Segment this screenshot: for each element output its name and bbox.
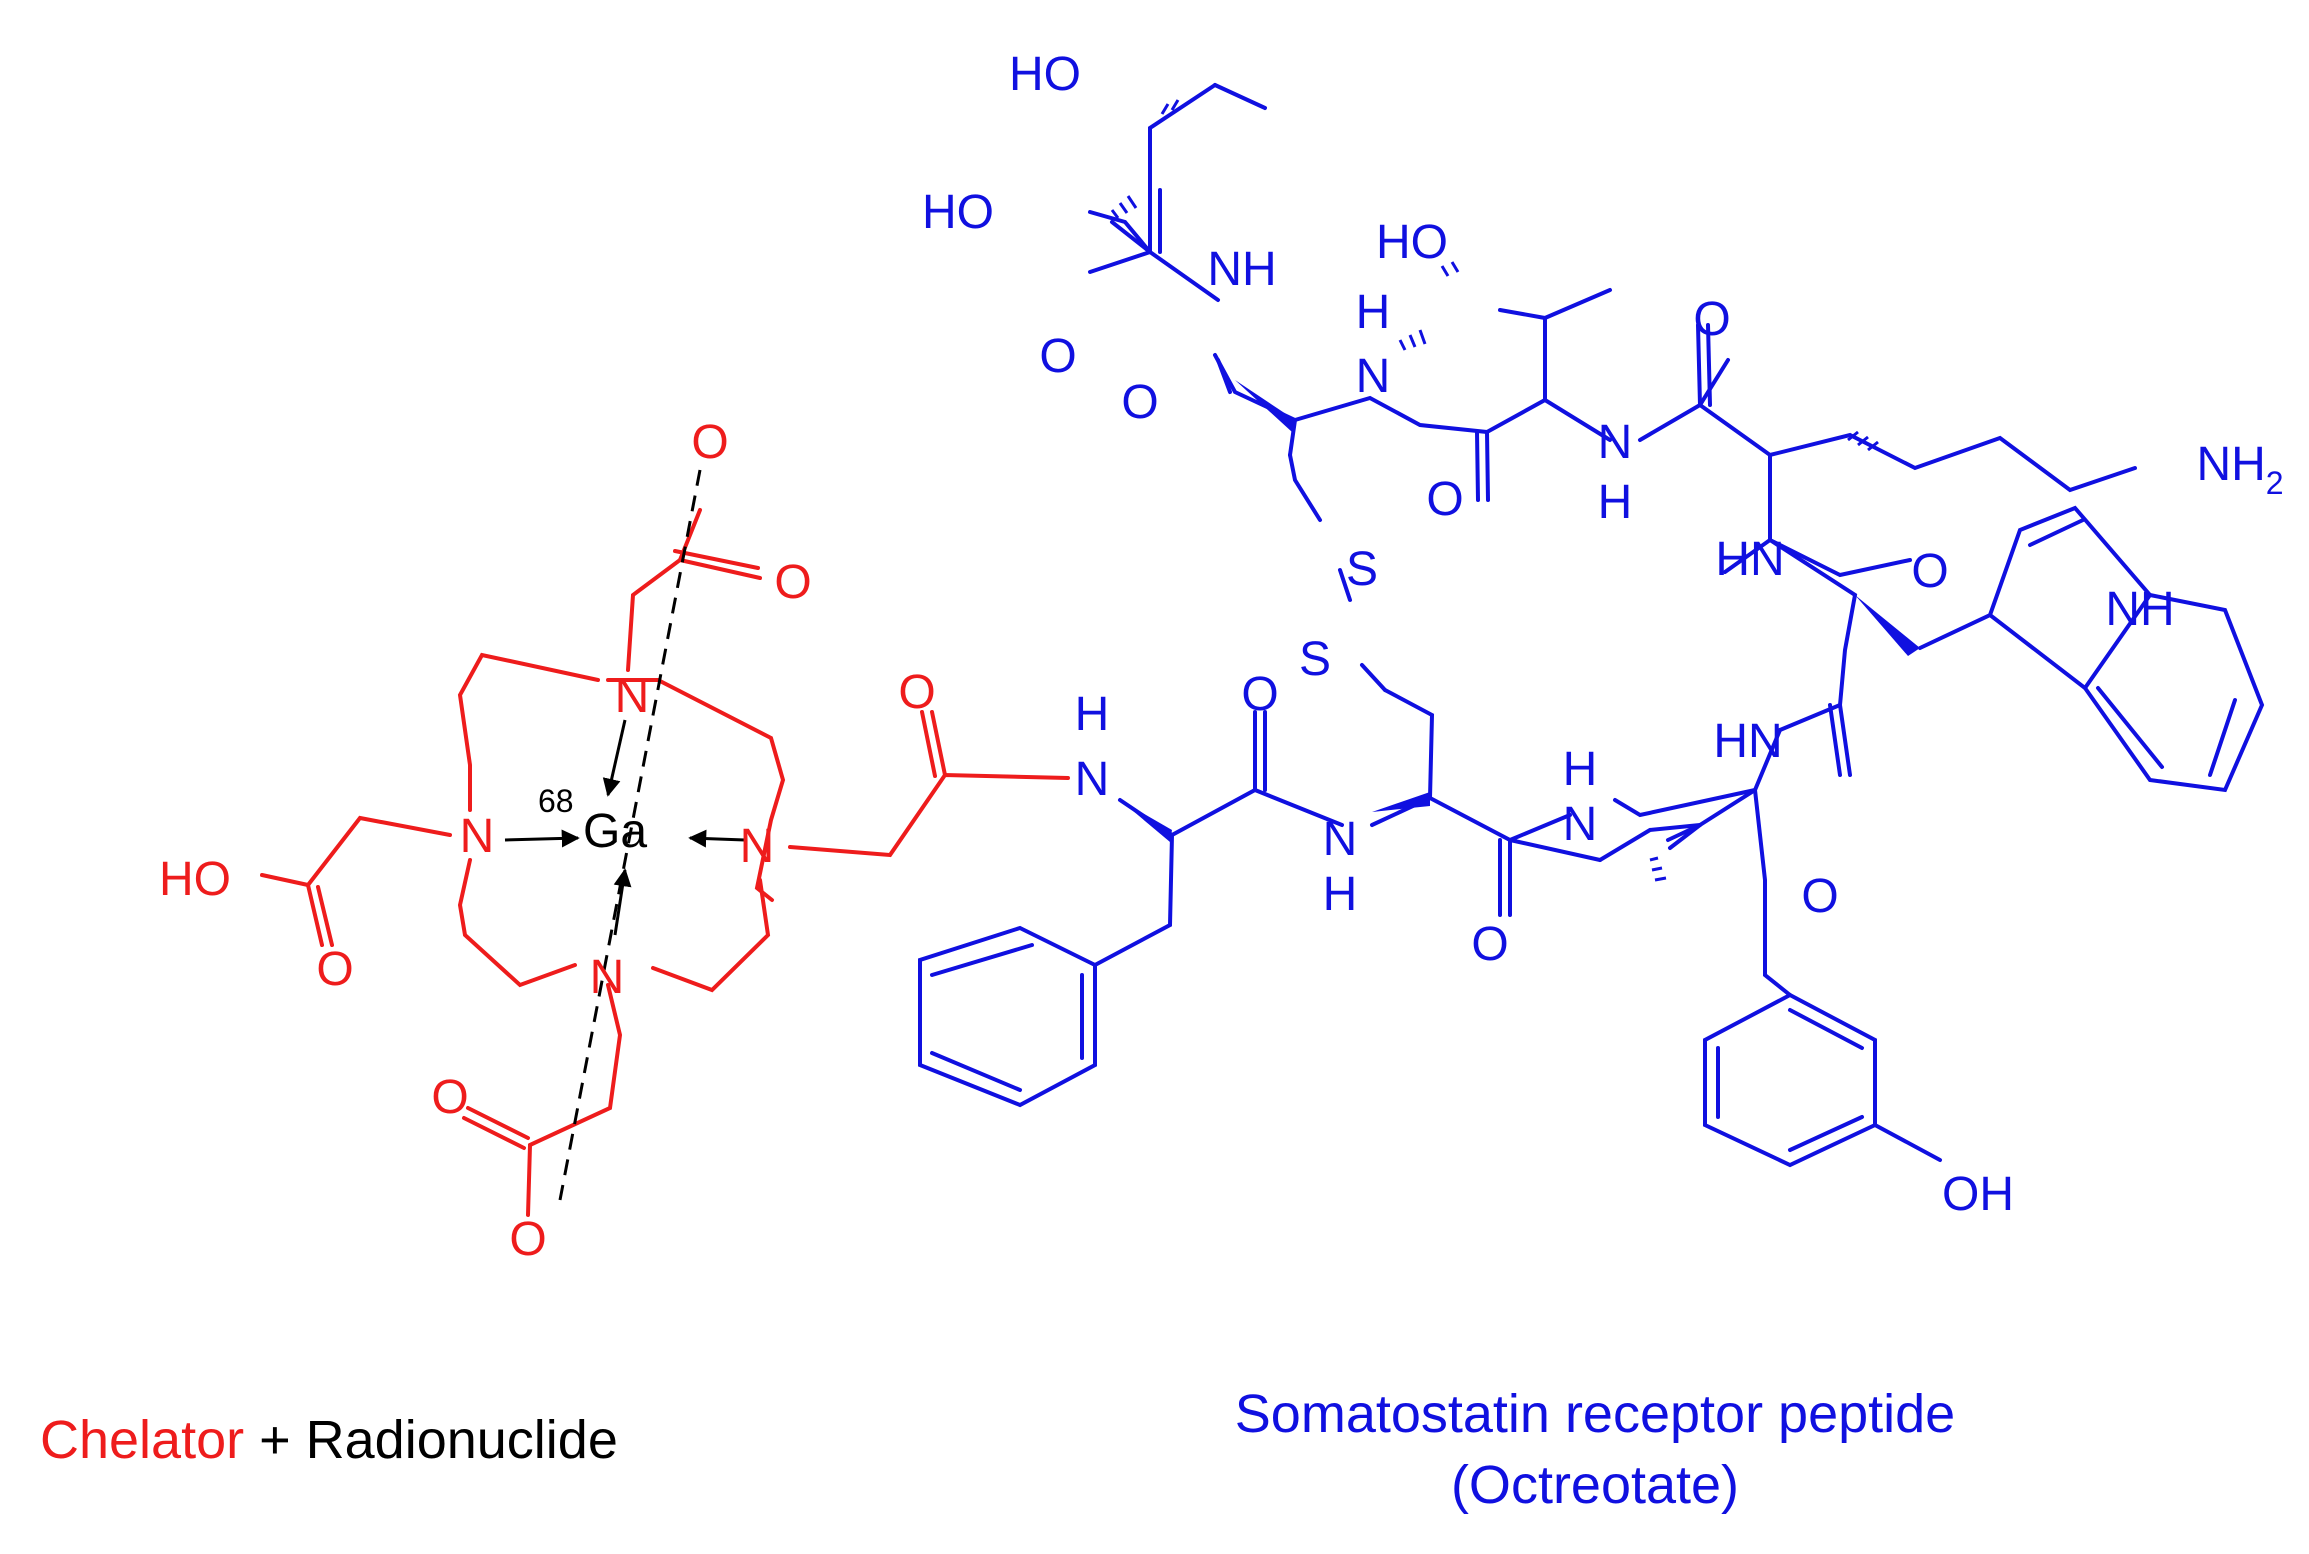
atom-n: N bbox=[1323, 813, 1358, 866]
atom-hn: HN bbox=[1715, 533, 1784, 586]
atom-n: N bbox=[1598, 416, 1633, 469]
atom-o: O bbox=[509, 1213, 546, 1266]
atom-o: O bbox=[1426, 473, 1463, 526]
wedge-bond bbox=[1120, 800, 1172, 842]
atom-s: S bbox=[1346, 543, 1378, 596]
coordination-bonds bbox=[504, 469, 746, 1201]
chelator-label: Chelator bbox=[40, 1410, 244, 1470]
atom-ho: HO bbox=[1376, 216, 1448, 269]
chelator-dota: O O N N N N O HO O O O 68 Ga bbox=[159, 416, 1070, 1266]
atom-n: N bbox=[1563, 798, 1598, 851]
atom-s: S bbox=[1299, 633, 1331, 686]
peptide-caption-line1: Somatostatin receptor peptide bbox=[1235, 1384, 1955, 1444]
captions: Chelator + Radionuclide Somatostatin rec… bbox=[40, 1384, 1955, 1515]
atom-o: O bbox=[1801, 870, 1838, 923]
atom-ho: HO bbox=[922, 186, 994, 239]
radionuclide: 68 Ga bbox=[538, 783, 647, 858]
atom-o: O bbox=[774, 556, 811, 609]
mass-number: 68 bbox=[538, 783, 574, 819]
peptide-bonds bbox=[918, 83, 2265, 1168]
atom-n: N bbox=[460, 810, 495, 863]
atom-o: O bbox=[1241, 668, 1278, 721]
atom-h: H bbox=[1323, 868, 1358, 921]
peptide-caption-line2: (Octreotate) bbox=[1451, 1455, 1739, 1515]
atom-ho: HO bbox=[159, 853, 231, 906]
hashed-bonds bbox=[1110, 99, 1879, 882]
atom-o: O bbox=[898, 666, 935, 719]
n-to-ga-arrow bbox=[602, 719, 627, 797]
peptide-atoms: HO HO O NH O H N HO O N H O NH2 HN O NH … bbox=[922, 48, 2284, 1221]
atom-n: N bbox=[615, 670, 650, 723]
atom-o: O bbox=[1039, 330, 1076, 383]
atom-nh: NH bbox=[1207, 243, 1276, 296]
plus-sign: + bbox=[244, 1410, 306, 1470]
atom-h: H bbox=[1075, 688, 1110, 741]
n-to-ga-arrow bbox=[688, 829, 746, 848]
atom-o: O bbox=[691, 416, 728, 469]
n-to-ga-arrow bbox=[613, 868, 632, 936]
atom-h: H bbox=[1563, 743, 1598, 796]
atom-hn: HN bbox=[1713, 715, 1782, 768]
caption-chelator-radionuclide: Chelator + Radionuclide bbox=[40, 1410, 618, 1470]
wedge-bond bbox=[1855, 595, 1920, 656]
atom-nh: NH bbox=[2105, 583, 2174, 636]
wedge-bond bbox=[1235, 380, 1295, 432]
atom-nh2: NH2 bbox=[2196, 438, 2283, 501]
chelator-atoms: O O N N N N O HO O O O bbox=[159, 416, 936, 1266]
atom-h: H bbox=[1356, 286, 1391, 339]
wedge-bond bbox=[1372, 792, 1430, 812]
atom-ho: HO bbox=[1009, 48, 1081, 101]
atom-o: O bbox=[1911, 545, 1948, 598]
atom-n: N bbox=[1356, 350, 1391, 403]
chelator-bonds bbox=[260, 508, 1070, 1217]
atom-n: N bbox=[740, 820, 775, 873]
n-to-ga-arrow bbox=[504, 829, 580, 848]
octreotate-peptide: HO HO O NH O H N HO O N H O NH2 HN O NH … bbox=[918, 48, 2284, 1221]
radionuclide-label: Radionuclide bbox=[306, 1410, 618, 1470]
metal-symbol: Ga bbox=[583, 805, 647, 858]
atom-oh: OH bbox=[1942, 1168, 2014, 1221]
atom-n: N bbox=[590, 951, 625, 1004]
atom-o: O bbox=[1471, 918, 1508, 971]
atom-o: O bbox=[316, 943, 353, 996]
atom-o: O bbox=[431, 1071, 468, 1124]
atom-n: N bbox=[1075, 753, 1110, 806]
atom-o: O bbox=[1121, 376, 1158, 429]
dashed-coordination-line bbox=[558, 469, 702, 1201]
atom-o: O bbox=[1693, 293, 1730, 346]
atom-h: H bbox=[1598, 476, 1633, 529]
